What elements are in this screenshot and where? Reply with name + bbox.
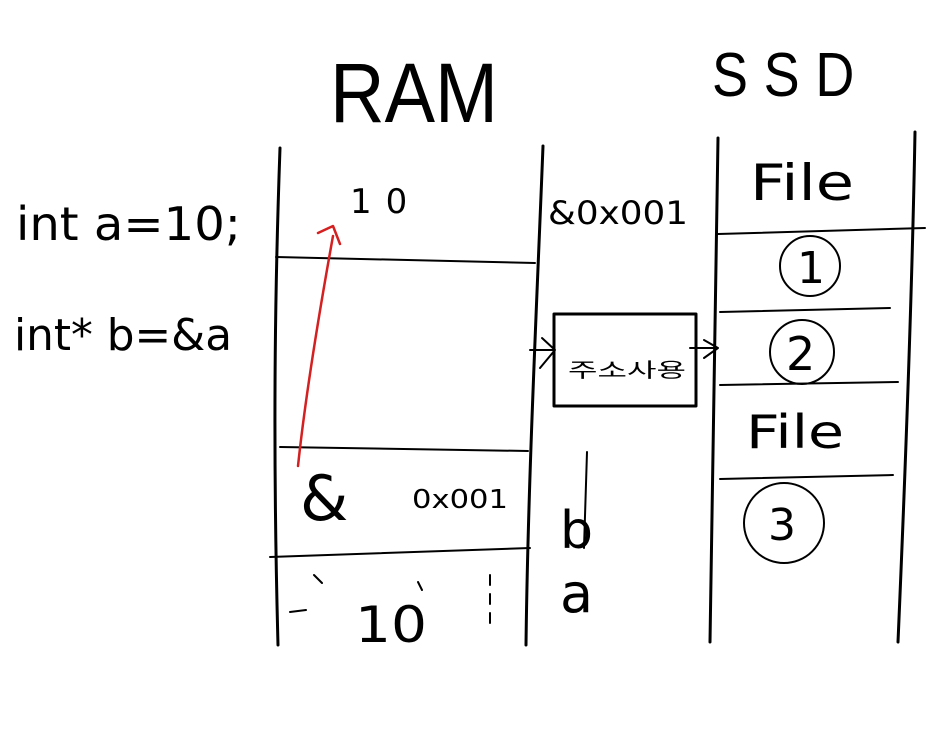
ram-cell-3-ampersand: &: [300, 462, 348, 535]
ssd-slot-1-label: File: [750, 154, 854, 212]
ssd-slot-3-label: 2: [786, 327, 815, 381]
ssd-slot-4-label: File: [746, 405, 844, 459]
ram-cell-1-value: 10: [350, 182, 421, 222]
address-box: [552, 312, 698, 408]
ssd-column: [708, 130, 926, 644]
ssd-divider-4: [719, 474, 894, 480]
ram-divider-1: [275, 256, 536, 264]
ram-title: RAM: [330, 46, 498, 140]
code-line-2: int* b=&a: [14, 310, 232, 361]
ssd-slot-5-circle: [743, 482, 825, 564]
label-a: a: [560, 562, 593, 625]
ssd-title: SSD: [712, 41, 870, 110]
ram-divider-3: [269, 547, 531, 558]
ram-divider-2: [279, 446, 529, 452]
pointer-arrow: [296, 224, 342, 468]
address-label: &0x001: [548, 194, 688, 232]
ssd-slot-2-circle: [779, 235, 841, 297]
label-b: b: [560, 501, 593, 561]
ssd-divider-2: [719, 307, 891, 313]
ssd-slot-5-label: 3: [768, 500, 796, 551]
ram-cell-3-address: 0x001: [412, 485, 508, 515]
code-line-1: int a=10;: [16, 197, 241, 251]
address-box-text: 주소사용: [568, 358, 686, 382]
ssd-divider-1: [717, 227, 926, 235]
ssd-slot-3-circle: [769, 319, 835, 385]
ram-column: [269, 144, 545, 647]
arrow-into-box: [529, 337, 556, 369]
ssd-slot-2-label: 1: [797, 243, 825, 294]
ram-cell-4-value: 10: [355, 596, 427, 654]
